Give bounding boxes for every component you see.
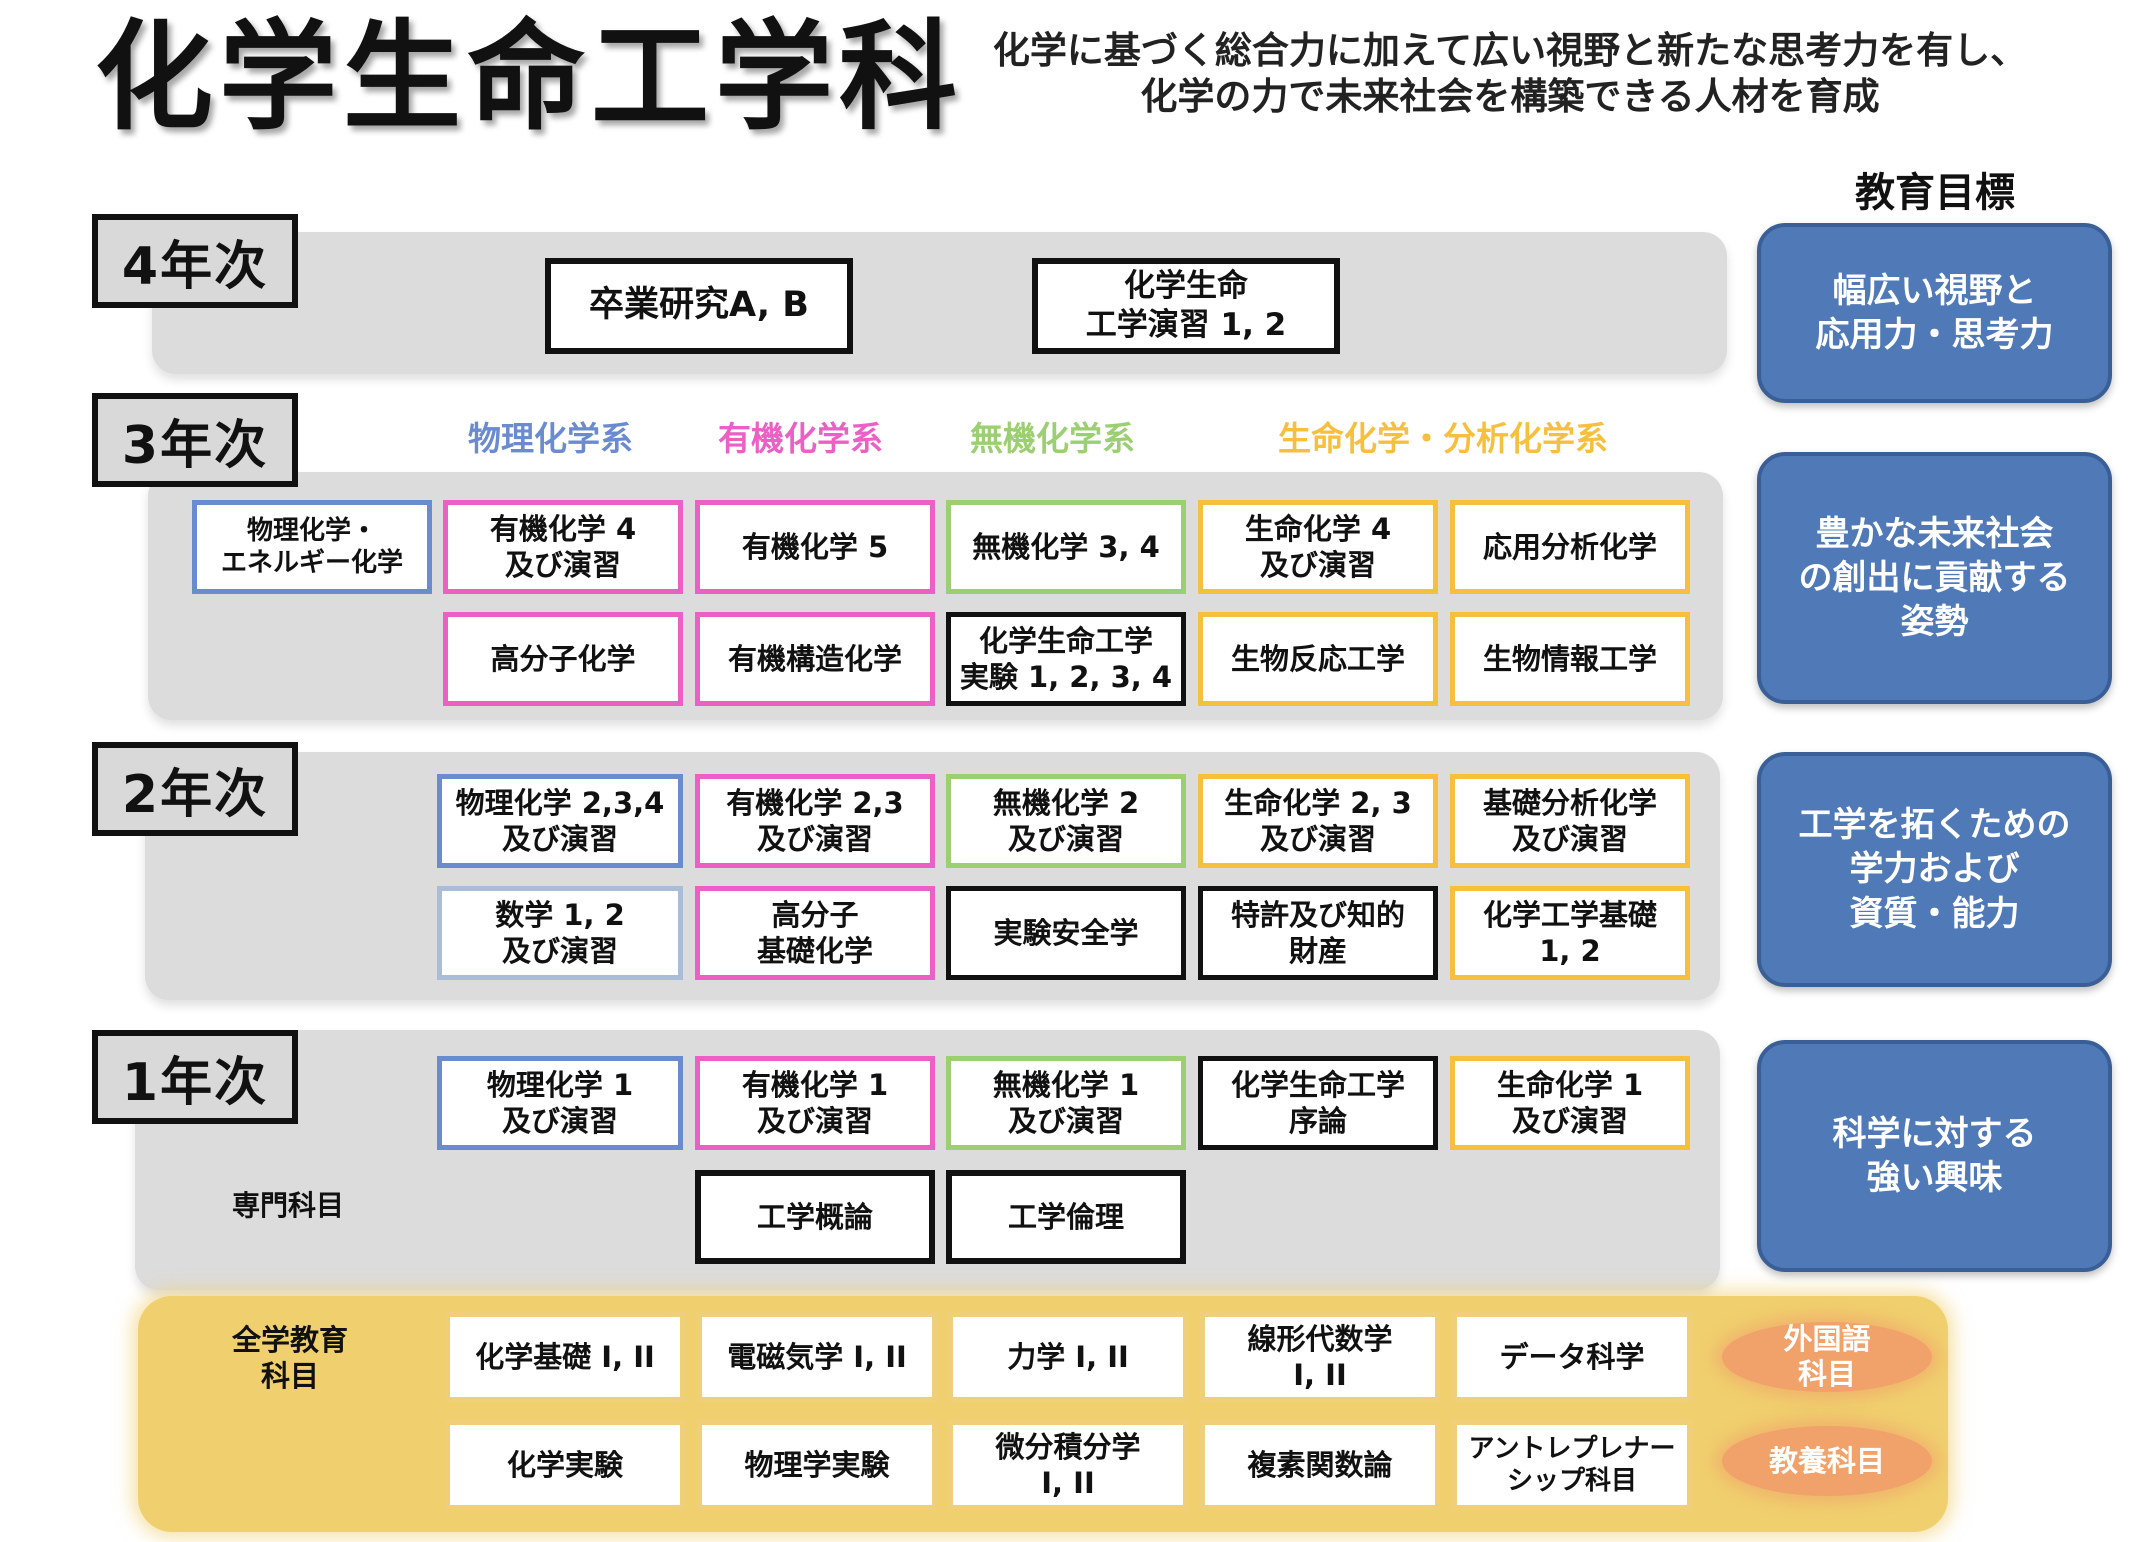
goal-science-interest: 科学に対する 強い興味 [1757,1040,2112,1272]
course-mechanics: 力学 I, II [948,1312,1188,1402]
goals-header: 教育目標 [1855,170,2015,216]
course-electromagnetism: 電磁気学 I, II [697,1312,937,1402]
goal-broad-perspective: 幅広い視野と 応用力・思考力 [1757,223,2112,403]
course-bio1: 生命化学 1 及び演習 [1450,1056,1690,1150]
year-label-3: 3年次 [92,393,298,487]
course-physics-experiment: 物理学実験 [697,1420,937,1510]
course-bio4: 生命化学 4 及び演習 [1198,500,1438,594]
year-label-1: 1年次 [92,1030,298,1124]
course-phys234: 物理化学 2,3,4 及び演習 [437,774,683,868]
course-lab-safety: 実験安全学 [946,886,1186,980]
course-polymer-basic: 高分子 基礎化学 [695,886,935,980]
course-org-structure: 有機構造化学 [695,612,935,706]
course-org4: 有機化学 4 及び演習 [443,500,683,594]
course-phys-energy: 物理化学・ エネルギー化学 [192,500,432,594]
course-polymer: 高分子化学 [443,612,683,706]
course-chem-experiment: 化学実験 [445,1420,685,1510]
course-entrepreneurship: アントレプレナー シップ科目 [1452,1420,1692,1510]
course-chem-basic: 化学基礎 I, II [445,1312,685,1402]
goal-engineering-ability: 工学を拓くための 学力および 資質・能力 [1757,752,2112,987]
category-organic-chemistry: 有機化学系 [718,419,883,458]
course-experiment: 化学生命工学 実験 1, 2, 3, 4 [946,612,1186,706]
category-bio-analytical-chemistry: 生命化学・分析化学系 [1278,419,1608,458]
specialty-subjects-label: 専門科目 [231,1189,344,1222]
course-linear-algebra: 線形代数学 I, II [1200,1312,1440,1402]
year-label-4: 4年次 [92,214,298,308]
course-chem-eng: 化学工学基礎 1, 2 [1450,886,1690,980]
course-seminar: 化学生命 工学演習 1, 2 [1032,258,1340,354]
course-data-science: データ科学 [1452,1312,1692,1402]
course-inorg2: 無機化学 2 及び演習 [946,774,1186,868]
course-basic-analysis: 基礎分析化学 及び演習 [1450,774,1690,868]
course-bioreaction: 生物反応工学 [1198,612,1438,706]
course-org23: 有機化学 2,3 及び演習 [695,774,935,868]
course-bio23: 生命化学 2, 3 及び演習 [1198,774,1438,868]
course-phys1: 物理化学 1 及び演習 [437,1056,683,1150]
course-eng-ethics: 工学倫理 [946,1170,1186,1264]
course-patent: 特許及び知的 財産 [1198,886,1438,980]
band-year4 [152,232,1727,374]
course-math12: 数学 1, 2 及び演習 [437,886,683,980]
course-org5: 有機化学 5 [695,500,935,594]
category-inorganic-chemistry: 無機化学系 [970,419,1135,458]
goal-future-society: 豊かな未来社会 の創出に貢献する 姿勢 [1757,452,2112,704]
page-subtitle: 化学に基づく総合力に加えて広い視野と新たな思考力を有し、 化学の力で未来社会を構… [992,29,2028,119]
course-intro: 化学生命工学 序論 [1198,1056,1438,1150]
liberal-arts-oval: 教養科目 [1722,1426,1932,1496]
general-education-label: 全学教育 科目 [231,1323,348,1394]
page-title: 化学生命工学科 [95,8,964,146]
course-bioinformatics: 生物情報工学 [1450,612,1690,706]
course-inorg1: 無機化学 1 及び演習 [946,1056,1186,1150]
year-label-2: 2年次 [92,742,298,836]
category-physical-chemistry: 物理化学系 [468,419,633,458]
course-applied-analysis: 応用分析化学 [1450,500,1690,594]
course-eng-overview: 工学概論 [695,1170,935,1264]
course-graduation-research: 卒業研究A, B [545,258,853,354]
foreign-language-oval: 外国語 科目 [1722,1322,1932,1392]
course-calculus: 微分積分学 I, II [948,1420,1188,1510]
course-complex-analysis: 複素関数論 [1200,1420,1440,1510]
course-org1: 有機化学 1 及び演習 [695,1056,935,1150]
course-inorg34: 無機化学 3, 4 [946,500,1186,594]
